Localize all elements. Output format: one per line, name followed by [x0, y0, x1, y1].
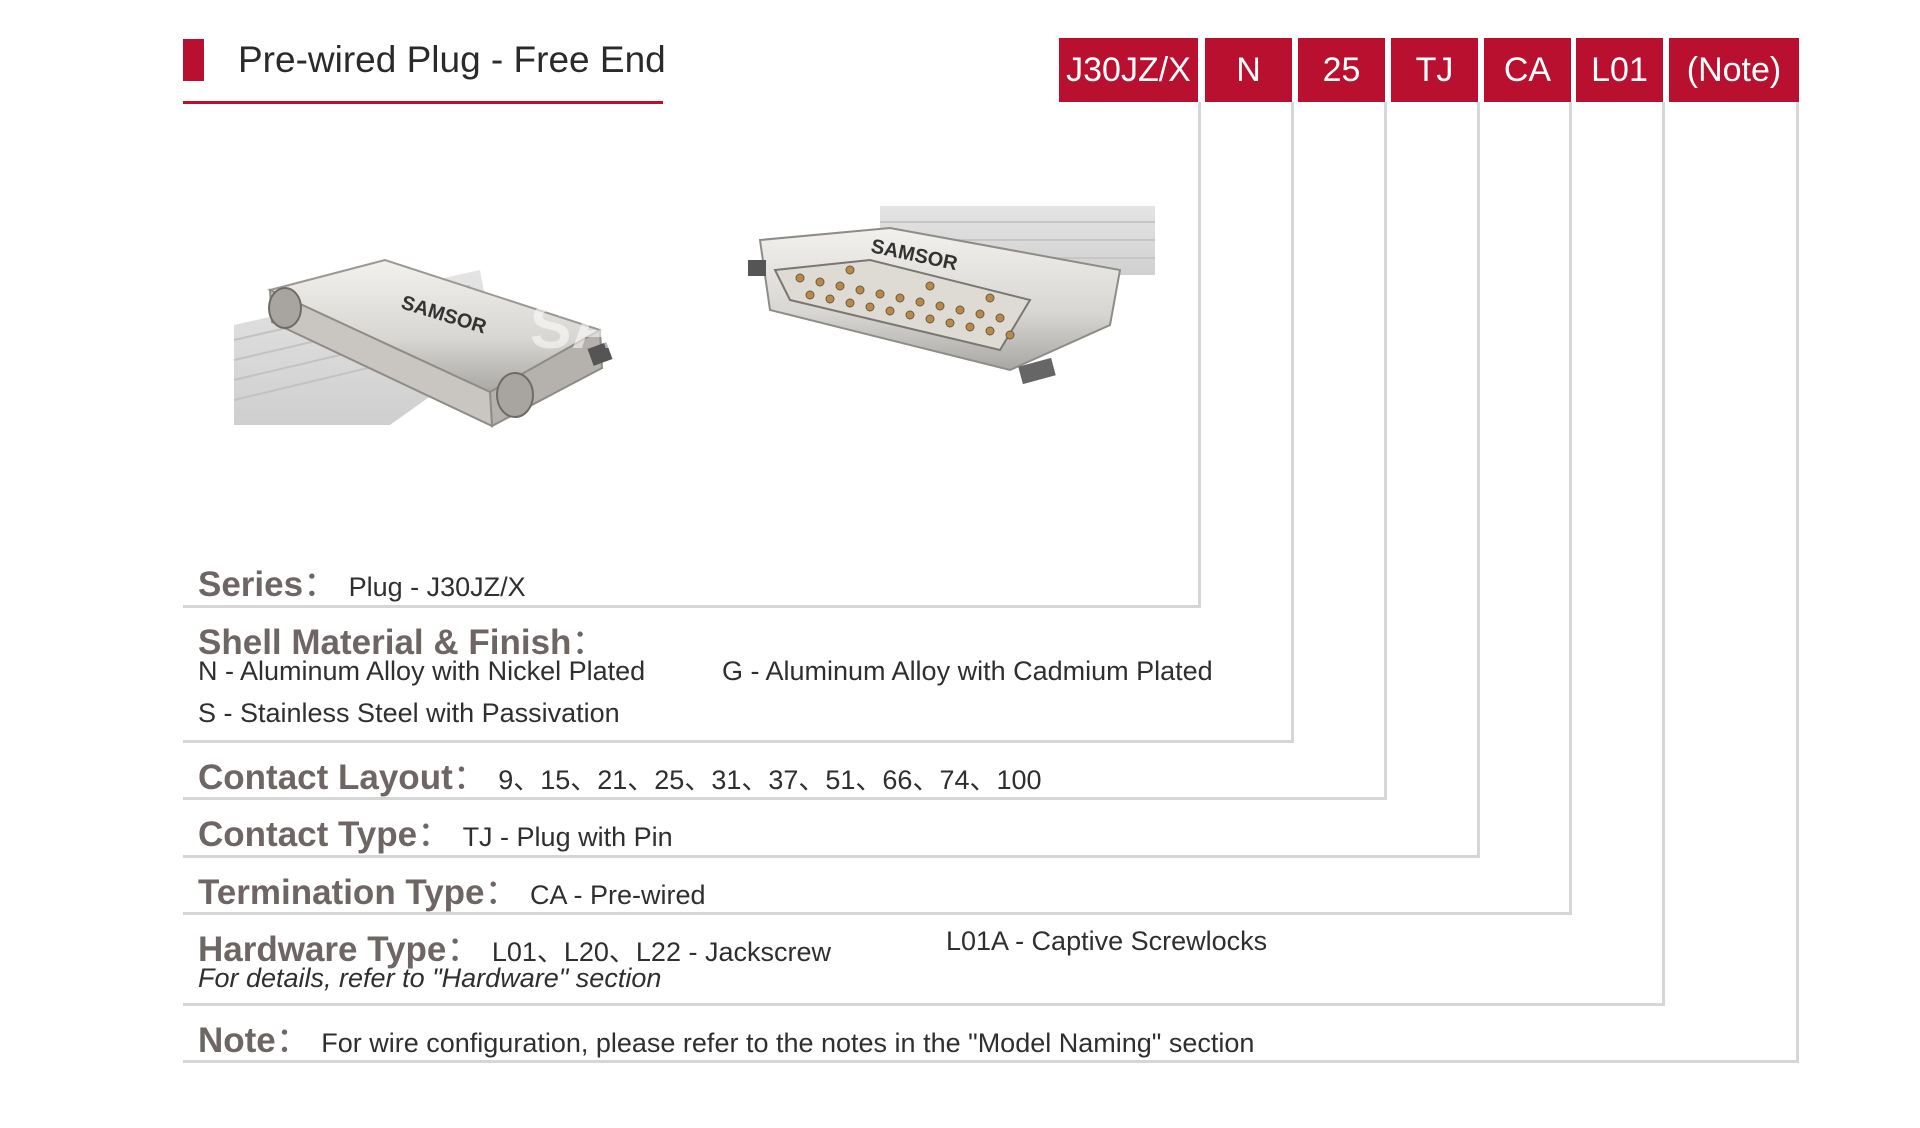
- row-hardware: Hardware Type： L01、L20、L22 - Jackscrew: [198, 921, 831, 972]
- hardware-value-2: L01A - Captive Screwlocks: [946, 926, 1268, 956]
- shell-colon: ：: [571, 623, 607, 662]
- connector-termination: [1569, 102, 1572, 914]
- rule-contact-type: [183, 855, 1480, 858]
- rule-hardware: [183, 1003, 1665, 1006]
- series-label: Series: [198, 565, 304, 604]
- contact-type-label: Contact Type: [198, 815, 418, 854]
- row-contact-type: Contact Type： TJ - Plug with Pin: [198, 806, 673, 857]
- title-underline: [183, 101, 663, 104]
- connector-series: [1198, 102, 1201, 607]
- layout-label: Contact Layout: [198, 758, 453, 797]
- termination-value: CA - Pre-wired: [529, 880, 706, 910]
- hardware-value: L01、L20、L22 - Jackscrew: [491, 937, 831, 967]
- layout-colon: ：: [452, 758, 488, 797]
- rule-note: [183, 1060, 1799, 1063]
- note-label: Note: [198, 1021, 276, 1060]
- code-shell: N: [1205, 38, 1292, 102]
- connector-shell: [1291, 102, 1294, 742]
- code-note: (Note): [1669, 38, 1799, 102]
- rule-shell: [183, 740, 1294, 743]
- termination-label: Termination Type: [198, 873, 485, 912]
- rule-termination: [183, 912, 1572, 915]
- row-termination: Termination Type： CA - Pre-wired: [198, 864, 706, 915]
- note-value: For wire configuration, please refer to …: [321, 1028, 1255, 1058]
- connector-note: [1796, 102, 1799, 1062]
- row-series: Series： Plug - J30JZ/X: [198, 556, 526, 607]
- shell-option-g: G - Aluminum Alloy with Cadmium Plated: [722, 656, 1213, 686]
- series-value: Plug - J30JZ/X: [348, 572, 526, 602]
- contact-type-colon: ：: [417, 815, 453, 854]
- connector-contact-type: [1477, 102, 1480, 857]
- shell-option-n: N - Aluminum Alloy with Nickel Plated: [198, 656, 646, 686]
- rule-series: [183, 605, 1201, 608]
- title-accent-bar: [183, 39, 204, 81]
- termination-colon: ：: [484, 873, 520, 912]
- code-layout: 25: [1298, 38, 1385, 102]
- row-layout: Contact Layout： 9、15、21、25、31、37、51、66、7…: [198, 749, 1042, 800]
- series-colon: ：: [303, 565, 339, 604]
- connector-left-image: SAMSOR: [233, 258, 613, 428]
- code-series: J30JZ/X: [1059, 38, 1198, 102]
- contact-type-value: TJ - Plug with Pin: [462, 822, 673, 852]
- page-title: Pre-wired Plug - Free End: [238, 39, 666, 80]
- product-photos: SAMSOR SAMSOR: [230, 200, 1160, 500]
- shell-label: Shell Material & Finish: [198, 623, 572, 662]
- connector-hardware: [1662, 102, 1665, 1005]
- code-hardware: L01: [1576, 38, 1663, 102]
- note-colon: ：: [275, 1021, 311, 1060]
- hardware-label: Hardware Type: [198, 930, 447, 969]
- watermark: SAMSOR: [530, 293, 802, 362]
- row-shell: Shell Material & Finish：: [198, 614, 606, 665]
- layout-value: 9、15、21、25、31、37、51、66、74、100: [498, 765, 1042, 795]
- hardware-colon: ：: [446, 930, 482, 969]
- connector-illustration: SAMSOR SAMSOR: [233, 206, 1155, 428]
- connector-right-image: SAMSOR: [748, 206, 1155, 385]
- code-contact-type: TJ: [1391, 38, 1478, 102]
- code-termination: CA: [1484, 38, 1571, 102]
- hardware-detail: For details, refer to "Hardware" section: [198, 963, 662, 993]
- shell-option-s: S - Stainless Steel with Passivation: [198, 698, 620, 728]
- rule-layout: [183, 797, 1387, 800]
- connector-layout: [1384, 102, 1387, 799]
- page-header: Pre-wired Plug - Free End: [183, 38, 666, 106]
- row-note: Note： For wire configuration, please ref…: [198, 1012, 1254, 1063]
